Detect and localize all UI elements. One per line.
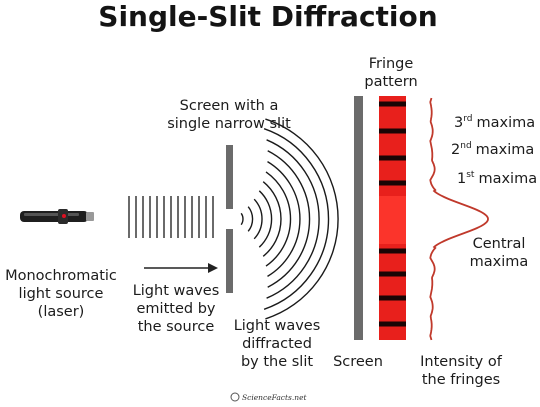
- emitted-label-1: Light waves: [133, 283, 220, 299]
- diffracted-wavefront: [267, 161, 301, 277]
- diffracted-wavefront: [247, 206, 254, 232]
- laser-icon: [20, 209, 94, 224]
- diffracted-wavefront: [262, 181, 282, 257]
- logo-text: ScienceFacts.net: [242, 393, 308, 402]
- first-maxima-word: maxima: [478, 171, 537, 187]
- diffracted-label-1: Light waves: [234, 318, 321, 334]
- arrow-icon: [144, 263, 218, 273]
- sciencefacts-logo: ScienceFacts.net: [230, 392, 308, 402]
- diffracted-wavefront: [267, 150, 311, 288]
- source-label-3: (laser): [38, 304, 85, 320]
- diffracted-waves: [240, 118, 339, 320]
- third-maxima-number: 3: [454, 115, 463, 131]
- diagram-title: Single-Slit Diffraction: [98, 0, 437, 33]
- plane-waves: [128, 196, 214, 238]
- diffracted-wavefront: [265, 171, 292, 267]
- second-maxima-suffix: nd: [460, 141, 471, 151]
- viewing-screen: [354, 96, 363, 340]
- central-maxima-label-1: Central: [473, 236, 526, 252]
- labels: Monochromatic light source (laser) Light…: [5, 56, 528, 388]
- emitted-label-3: the source: [138, 319, 215, 335]
- dark-fringe: [379, 321, 406, 327]
- fringe-label-1: Fringe: [369, 56, 414, 72]
- second-maxima-number: 2: [451, 142, 460, 158]
- slit-screen: [226, 145, 233, 293]
- first-maxima-number: 1: [457, 171, 466, 187]
- diffracted-label-2: diffracted: [242, 336, 312, 352]
- diffracted-wavefront: [258, 190, 273, 248]
- diffracted-label-3: by the slit: [241, 354, 313, 370]
- intensity-curve: [429, 97, 489, 341]
- diffracted-wavefront: [240, 212, 244, 226]
- screen-label: Screen: [333, 354, 383, 370]
- dark-fringe: [379, 271, 406, 277]
- dark-fringe: [379, 180, 406, 186]
- dark-fringe: [379, 128, 406, 134]
- diffracted-wavefront: [263, 128, 330, 310]
- slit-label-1: Screen with a: [180, 98, 279, 114]
- second-maxima-word: maxima: [476, 142, 535, 158]
- first-maxima-suffix: st: [466, 170, 475, 180]
- third-maxima-word: maxima: [477, 115, 536, 131]
- diffracted-wavefront: [265, 118, 339, 320]
- intensity-label-2: the fringes: [422, 372, 500, 388]
- diffracted-wavefront: [253, 198, 263, 240]
- central-maxima-label-2: maxima: [470, 254, 529, 270]
- source-label-1: Monochromatic: [5, 268, 117, 284]
- dark-fringe: [379, 248, 406, 254]
- dark-fringe: [379, 295, 406, 301]
- fringe-pattern: [379, 96, 406, 340]
- slit-label-2: single narrow slit: [167, 116, 291, 132]
- dark-fringe: [379, 155, 406, 161]
- third-maxima-label: 3rd maxima: [454, 114, 535, 131]
- diffracted-wavefront: [266, 139, 320, 299]
- source-label-2: light source: [19, 286, 104, 302]
- emitted-label-2: emitted by: [137, 301, 216, 317]
- third-maxima-suffix: rd: [463, 114, 472, 124]
- fringe-label-2: pattern: [364, 74, 417, 90]
- second-maxima-label: 2nd maxima: [451, 141, 534, 158]
- dark-fringe: [379, 101, 406, 107]
- intensity-label-1: Intensity of: [420, 354, 503, 370]
